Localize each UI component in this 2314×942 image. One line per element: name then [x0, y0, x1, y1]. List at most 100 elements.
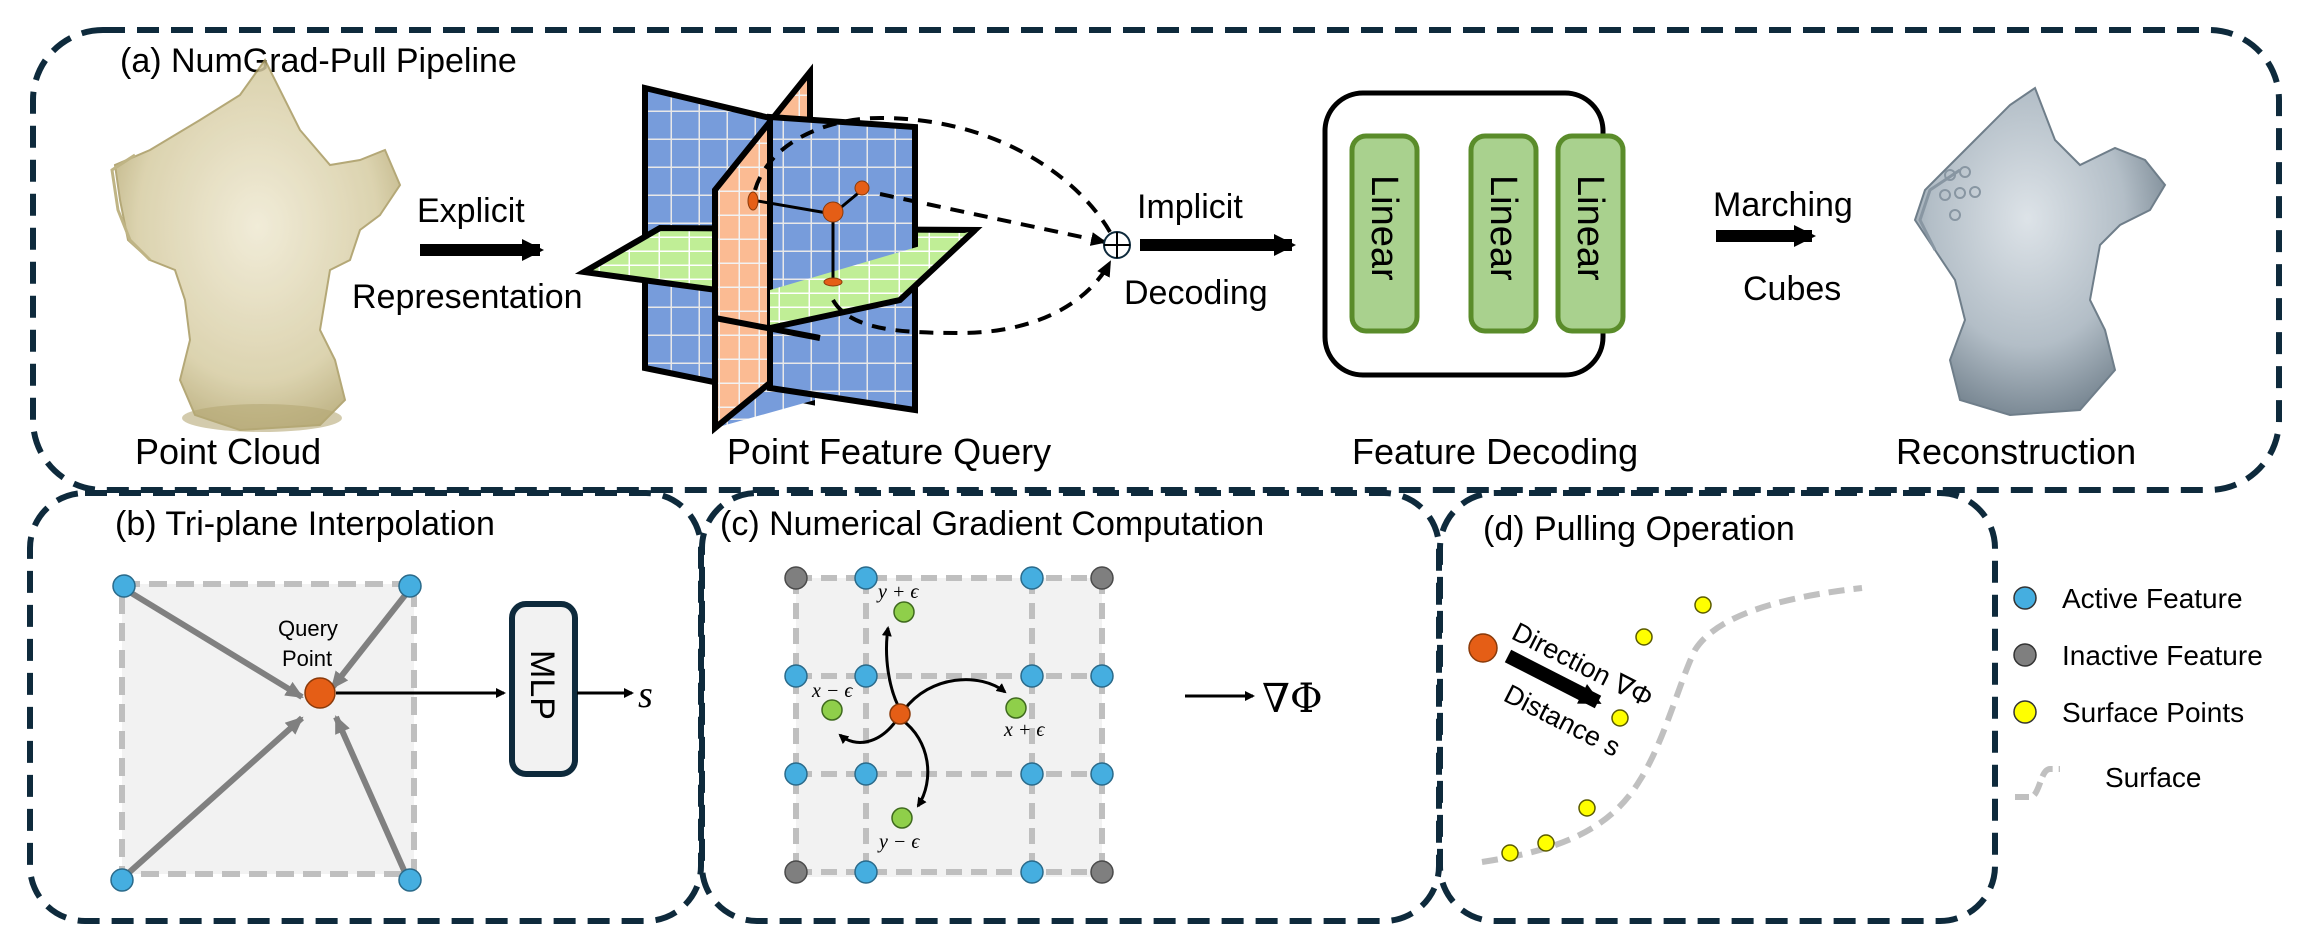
active-feature-node — [854, 664, 878, 688]
label-x-minus: x − ϵ — [811, 680, 853, 702]
active-feature-node — [1020, 762, 1044, 786]
caption-feature-decoding: Feature Decoding — [1352, 431, 1638, 472]
inactive-feature-node — [1090, 566, 1114, 590]
interp-arrow — [329, 587, 413, 690]
projection-point-xz — [823, 277, 843, 287]
offset-arrow-x-minus — [838, 717, 900, 745]
sum-symbol — [1103, 231, 1131, 259]
active-feature-node — [1090, 664, 1114, 688]
interp-arrow — [122, 715, 304, 880]
marching-label: Marching — [1713, 186, 1853, 224]
panel-d-border — [1437, 490, 1998, 924]
panel-d: (d) Pulling Operation Direction ∇Φ Dista… — [1437, 490, 1998, 924]
pull-arrow — [1504, 649, 1602, 709]
legend-surface-line-icon — [2015, 766, 2060, 800]
legend-label: Surface — [2105, 762, 2202, 793]
active-feature-node — [854, 762, 878, 786]
query-point-3d — [822, 201, 844, 223]
dashed-curve-xz — [831, 260, 1112, 336]
active-feature-node — [1020, 664, 1044, 688]
query-point — [304, 677, 336, 709]
active-feature-node — [1020, 860, 1044, 884]
inactive-feature-node — [784, 860, 808, 884]
projection-point-xy — [854, 180, 870, 196]
panel-c-title: (c) Numerical Gradient Computation — [720, 505, 1264, 543]
triplane-illustration — [574, 63, 983, 435]
representation-label: Representation — [352, 278, 583, 316]
legend-inactive-icon — [2013, 643, 2037, 667]
svg-text:Linear: Linear — [1482, 175, 1524, 281]
reconstruction-image — [1913, 86, 2167, 417]
offset-point-y-plus — [893, 601, 915, 623]
interp-arrow — [333, 715, 410, 879]
gradient-symbol: ∇Φ — [1262, 676, 1323, 722]
active-feature-node — [854, 860, 878, 884]
legend-item-surface-point: Surface Points — [2013, 697, 2244, 728]
sdf-output-symbol: s — [638, 674, 653, 716]
surface-point — [1611, 709, 1629, 727]
caption-point-feature-query: Point Feature Query — [727, 431, 1051, 472]
panel-c: (c) Numerical Gradient Computation — [699, 490, 1442, 924]
caption-point-cloud: Point Cloud — [135, 431, 321, 472]
point-cloud-image — [110, 58, 402, 432]
inactive-feature-node — [784, 566, 808, 590]
surface-point — [1694, 596, 1712, 614]
projection-point-yz — [747, 191, 759, 211]
query-point — [889, 703, 911, 725]
explicit-label: Explicit — [417, 192, 525, 230]
surface-point — [1635, 628, 1653, 646]
legend-surface-point-icon — [2013, 700, 2037, 724]
active-feature-node — [110, 868, 134, 892]
active-feature-node — [398, 574, 422, 598]
interp-cell — [119, 581, 417, 877]
surface-curve — [1481, 585, 1863, 865]
cubes-label: Cubes — [1743, 270, 1841, 308]
offset-point-y-minus — [891, 807, 913, 829]
caption-reconstruction: Reconstruction — [1896, 431, 2136, 472]
legend-item-inactive: Inactive Feature — [2013, 640, 2263, 671]
panel-a: (a) NumGrad-Pull Pipeline Point Cloud Ex… — [30, 27, 2282, 493]
active-feature-node — [784, 762, 808, 786]
offset-point-x-plus — [1005, 697, 1027, 719]
active-feature-node — [398, 868, 422, 892]
panel-d-title: (d) Pulling Operation — [1483, 510, 1795, 548]
panel-b: (b) Tri-plane Interpolation Query Point … — [27, 490, 704, 924]
panel-b-title: (b) Tri-plane Interpolation — [115, 505, 495, 543]
active-feature-node — [112, 574, 136, 598]
active-feature-node — [1090, 762, 1114, 786]
decoding-label: Decoding — [1124, 274, 1268, 312]
linear-layer: Linear — [1555, 133, 1626, 334]
legend-item-active: Active Feature — [2013, 583, 2243, 614]
panel-b-border — [27, 490, 704, 924]
panel-c-border — [699, 490, 1442, 924]
label-y-minus: y − ϵ — [877, 831, 920, 853]
legend-label: Inactive Feature — [2062, 640, 2263, 671]
mlp-label: MLP — [523, 650, 561, 720]
panel-a-title: (a) NumGrad-Pull Pipeline — [120, 42, 517, 80]
label-y-plus: y + ϵ — [876, 581, 919, 603]
surface-point — [1501, 844, 1519, 862]
linear-layer: Linear — [1468, 133, 1539, 334]
dashed-curve-yz — [753, 115, 1112, 234]
surface-point — [1578, 799, 1596, 817]
label-x-plus: x + ϵ — [1003, 719, 1045, 741]
linear-layer: Linear — [1349, 133, 1420, 334]
svg-text:Linear: Linear — [1363, 175, 1405, 281]
query-label-line1: Query — [278, 616, 338, 641]
inactive-feature-node — [1090, 860, 1114, 884]
query-label-line2: Point — [282, 646, 332, 671]
offset-arrow-y-minus — [901, 718, 930, 808]
query-point — [1468, 633, 1498, 663]
active-feature-node — [784, 664, 808, 688]
legend-item-surface-line: Surface — [2015, 762, 2202, 800]
offset-point-x-minus — [821, 699, 843, 721]
legend-active-icon — [2013, 586, 2037, 610]
feature-grid — [793, 575, 1105, 877]
active-feature-node — [1020, 566, 1044, 590]
surface-point — [1537, 834, 1555, 852]
legend-label: Surface Points — [2062, 697, 2244, 728]
mlp-block — [509, 601, 578, 777]
interp-arrow — [126, 588, 304, 700]
